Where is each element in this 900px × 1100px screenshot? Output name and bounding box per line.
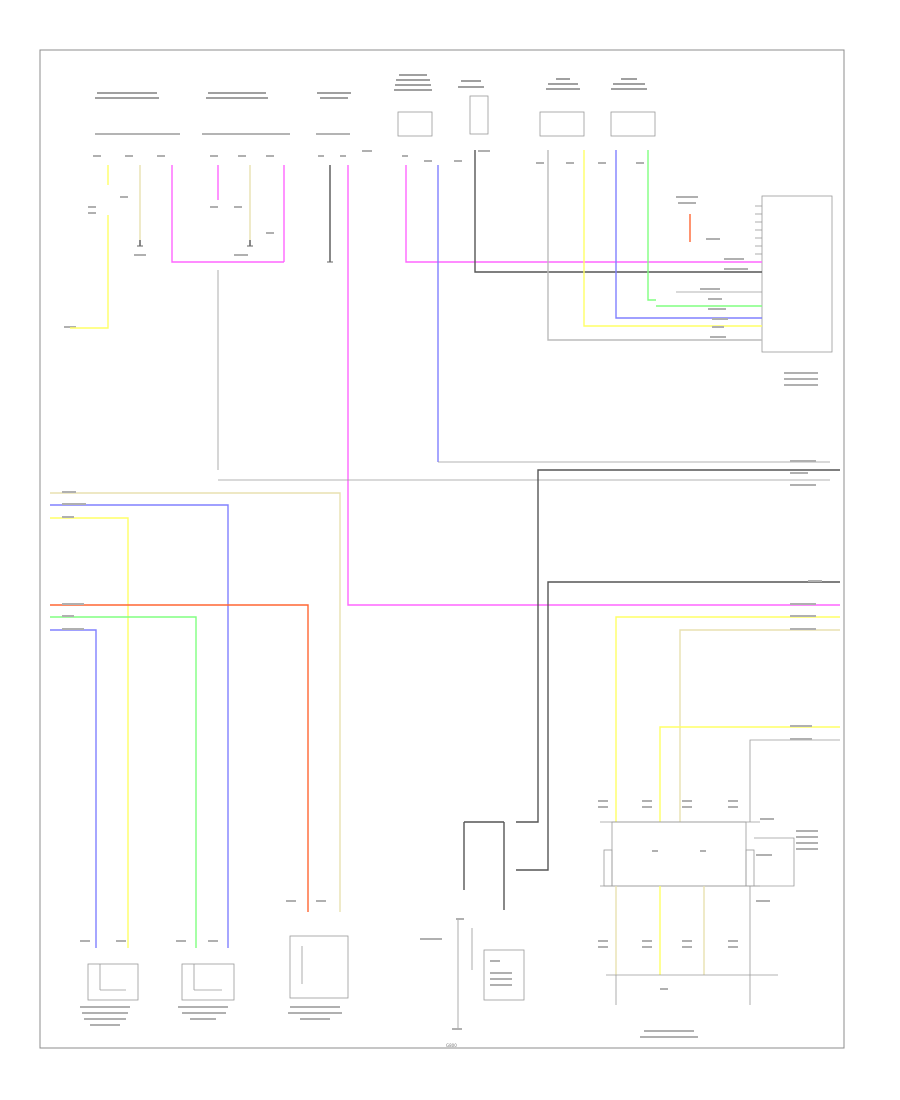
ground-label: G800: [446, 1043, 457, 1048]
center-bottom-module: G800: [420, 918, 525, 1048]
diagram-frame: [39, 49, 845, 1049]
right-lower-module: [598, 800, 818, 1038]
lower-wires: [50, 460, 840, 948]
top-components: [397, 95, 833, 353]
pin-labels: [64, 150, 818, 386]
ground-symbols: [137, 245, 333, 263]
bottom-sensors: [80, 900, 349, 1026]
top-component-headers: [95, 74, 647, 99]
upper-wires: [70, 150, 840, 606]
